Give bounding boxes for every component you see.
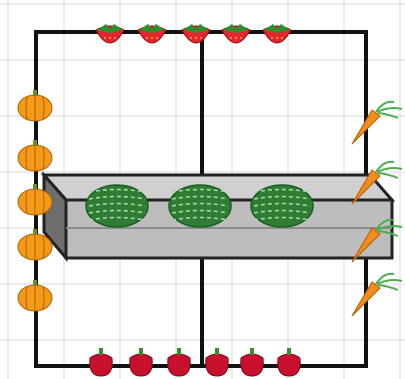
watermelon-icon (168, 184, 232, 228)
watermelon-group (85, 184, 314, 228)
carrot-icon (351, 160, 403, 205)
carrot-icon (351, 100, 403, 145)
carrot-icon (351, 272, 403, 317)
watermelon-icon (250, 184, 314, 228)
red-pepper-icon (277, 348, 301, 377)
pumpkin-icon (17, 140, 53, 172)
pumpkin-icon (17, 90, 53, 122)
carrot-icon (351, 218, 403, 263)
pumpkin-icon (17, 280, 53, 312)
pumpkin-column (17, 90, 53, 312)
pepper-row (89, 348, 301, 377)
red-pepper-icon (205, 348, 229, 377)
watermelon-icon (85, 184, 149, 228)
strawberry-icon (181, 24, 211, 44)
red-pepper-icon (240, 348, 264, 377)
carrot-column (351, 100, 403, 317)
red-pepper-icon (167, 348, 191, 377)
pumpkin-icon (17, 184, 53, 216)
strawberry-icon (262, 24, 292, 44)
pumpkin-icon (17, 229, 53, 261)
strawberry-icon (137, 24, 167, 44)
red-pepper-icon (89, 348, 113, 377)
strawberry-icon (221, 24, 251, 44)
red-pepper-icon (129, 348, 153, 377)
strawberry-row (95, 24, 292, 44)
strawberry-icon (95, 24, 125, 44)
